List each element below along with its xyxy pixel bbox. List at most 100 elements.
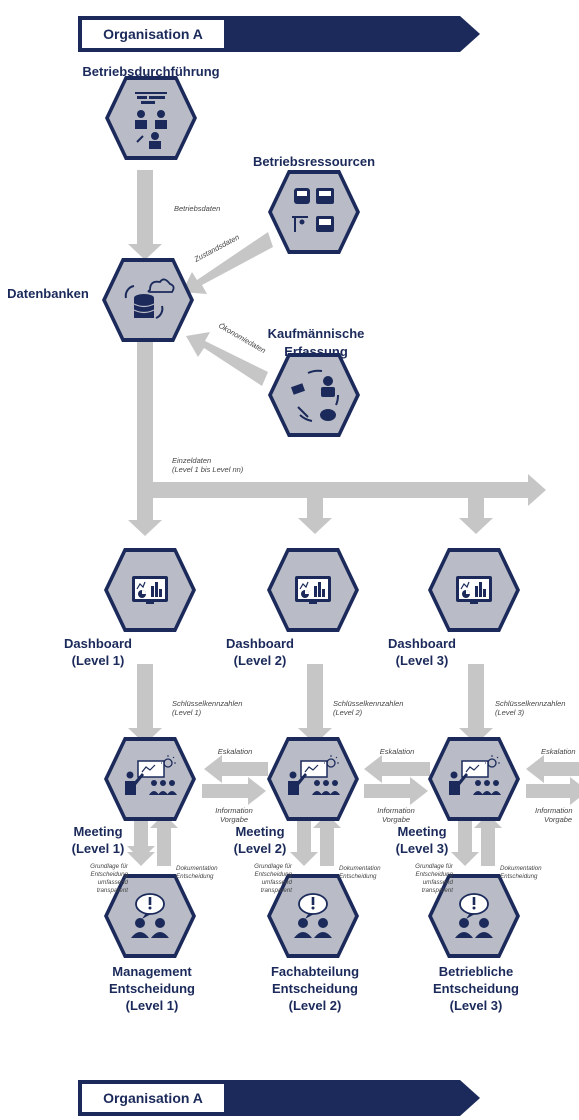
flow-kpi-3-level: (Level 3) xyxy=(495,708,525,717)
flow-grundlage-1-c: umfassend xyxy=(98,879,129,886)
flow-doku-1-b: Entscheidung xyxy=(176,873,214,880)
flow-grundlage-3-b: Entscheidung xyxy=(416,871,454,878)
flow-oekonomiedaten: Ökonomiedaten xyxy=(217,321,267,355)
label-kauf-2: Erfassung xyxy=(284,344,348,359)
flow-grundlage-1-b: Entscheidung xyxy=(91,871,129,878)
arrow-info-1-2 xyxy=(202,777,266,805)
flow-einzeldaten-2: (Level 1 bis Level nn) xyxy=(172,465,244,474)
flow-eskalation-3: Eskalation xyxy=(541,747,576,756)
top-banner: Organisation A xyxy=(78,16,480,52)
arrow-info-2-3 xyxy=(364,777,428,805)
arrows xyxy=(127,170,579,866)
arrow-dec3-meet3-head xyxy=(474,814,502,828)
bottom-banner: Organisation A xyxy=(78,1080,480,1116)
arrow-meet3-dec3-shaft xyxy=(458,818,472,858)
flow-kpi-1-level: (Level 1) xyxy=(172,708,202,717)
node-meeting-2 xyxy=(267,737,359,821)
label-dec1-1: Management xyxy=(112,964,192,979)
dashboard-chart-icon xyxy=(294,575,332,605)
cycle-money-icon xyxy=(290,369,340,422)
arrow-dash3-meet3 xyxy=(459,664,493,744)
label-dec1-3: (Level 1) xyxy=(126,998,179,1013)
flow-grundlage-2-b: Entscheidung xyxy=(255,871,293,878)
node-meeting-1 xyxy=(104,737,196,821)
label-dec2-3: (Level 2) xyxy=(289,998,342,1013)
flow-grundlage-2-c: umfassend xyxy=(262,879,293,886)
arrow-meet1-dec1-shaft xyxy=(134,818,148,858)
flow-vorgabe-2: Vorgabe xyxy=(382,815,410,824)
arrow-meet3-dec3-head xyxy=(451,852,479,866)
node-kauf xyxy=(268,353,360,437)
flow-vorgabe-1: Vorgabe xyxy=(220,815,248,824)
node-ressourcen xyxy=(268,170,360,254)
flow-kpi-1: Schlüsselkennzahlen xyxy=(172,699,242,708)
flow-vorgabe-3: Vorgabe xyxy=(544,815,572,824)
label-dec2-1: Fachabteilung xyxy=(271,964,359,979)
label-dash1-1: Dashboard xyxy=(64,636,132,651)
flow-grundlage-2-d: transparent xyxy=(261,887,293,894)
node-dashboard-3 xyxy=(428,548,520,632)
label-meet1-2: (Level 1) xyxy=(72,841,125,856)
arrow-dec2-meet2-head xyxy=(313,814,341,828)
flow-kpi-2-level: (Level 2) xyxy=(333,708,363,717)
label-meet2-1: Meeting xyxy=(235,824,284,839)
arrow-kauf-db xyxy=(186,332,268,386)
arrow-esk-right xyxy=(526,755,579,783)
flow-betriebsdaten: Betriebsdaten xyxy=(174,204,220,213)
flow-einzeldaten-1: Einzeldaten xyxy=(172,456,211,465)
arrow-dec1-meet1-head xyxy=(150,814,178,828)
flow-info-2: Information xyxy=(377,806,415,815)
label-dec3-3: (Level 3) xyxy=(450,998,503,1013)
arrow-info-right xyxy=(526,777,579,805)
node-datenbanken xyxy=(102,258,194,342)
node-betrieb xyxy=(105,76,197,160)
arrow-branch-3 xyxy=(459,498,493,534)
arrow-esk-3-2 xyxy=(364,755,430,783)
label-meet1-1: Meeting xyxy=(73,824,122,839)
arrow-dash2-meet2 xyxy=(298,664,332,744)
flow-info-1: Information xyxy=(215,806,253,815)
arrow-trunk xyxy=(128,330,546,536)
arrow-meet1-dec1-head xyxy=(127,852,155,866)
arrow-dec3-meet3-shaft xyxy=(481,826,495,866)
label-meet3-2: (Level 3) xyxy=(396,841,449,856)
arrow-dash1-meet1 xyxy=(128,664,162,744)
flow-info-3: Information xyxy=(535,806,573,815)
flow-grundlage-3-a: Grundlage für xyxy=(415,863,454,870)
flow-doku-2-b: Entscheidung xyxy=(339,873,377,880)
flow-doku-3-a: Dokumentation xyxy=(500,865,542,872)
arrow-branch-2 xyxy=(298,498,332,534)
label-dash2-1: Dashboard xyxy=(226,636,294,651)
node-dashboard-2 xyxy=(267,548,359,632)
label-dash3-2: (Level 3) xyxy=(396,653,449,668)
flow-doku-3-b: Entscheidung xyxy=(500,873,538,880)
label-dash2-2: (Level 2) xyxy=(234,653,287,668)
label-ressourcen: Betriebsressourcen xyxy=(253,154,375,169)
label-dash3-1: Dashboard xyxy=(388,636,456,651)
flow-kpi-2: Schlüsselkennzahlen xyxy=(333,699,403,708)
flow-grundlage-3-c: umfassend xyxy=(423,879,454,886)
label-kauf-1: Kaufmännische xyxy=(268,326,365,341)
arrow-dec1-meet1-shaft xyxy=(157,826,171,866)
node-meeting-3 xyxy=(428,737,520,821)
label-betrieb: Betriebsdurchführung xyxy=(82,64,219,79)
label-dec3-2: Entscheidung xyxy=(433,981,519,996)
flow-grundlage-1-d: transparent xyxy=(97,887,129,894)
label-dec3-1: Betriebliche xyxy=(439,964,513,979)
flow-grundlage-1-a: Grundlage für xyxy=(90,863,129,870)
database-cloud-icon xyxy=(124,278,175,319)
arrow-esk-2-1 xyxy=(204,755,268,783)
node-dashboard-1 xyxy=(104,548,196,632)
arrow-betrieb-db xyxy=(128,170,162,260)
dashboard-chart-icon xyxy=(131,575,169,605)
flow-kpi-3: Schlüsselkennzahlen xyxy=(495,699,565,708)
arrow-meet2-dec2-shaft xyxy=(297,818,311,858)
flow-doku-2-a: Dokumentation xyxy=(339,865,381,872)
arrow-meet2-dec2-head xyxy=(290,852,318,866)
label-meet3-1: Meeting xyxy=(397,824,446,839)
label-datenbanken: Datenbanken xyxy=(7,286,89,301)
gantt-workers-icon xyxy=(135,92,167,149)
bottom-banner-label: Organisation A xyxy=(103,1090,203,1106)
dashboard-chart-icon xyxy=(455,575,493,605)
